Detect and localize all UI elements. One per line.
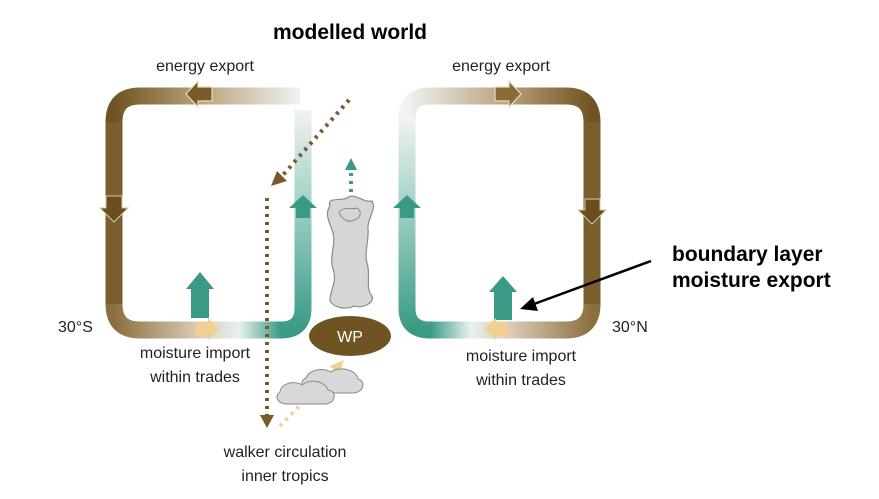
left-latitude-label: 30°S bbox=[58, 319, 93, 336]
walker-label-line1: walker circulation bbox=[223, 444, 347, 461]
callout-arrowhead bbox=[520, 297, 538, 311]
boundary-layer-arrow-left bbox=[186, 272, 214, 318]
walker-label-line2: inner tropics bbox=[241, 468, 329, 485]
right-energy-export-label: energy export bbox=[452, 58, 550, 75]
convection-arrowhead bbox=[345, 158, 357, 170]
warm-pool-label: WP bbox=[337, 329, 363, 346]
ascending-arrow-left-inner bbox=[289, 195, 317, 218]
cloud-tower-detail bbox=[338, 207, 361, 222]
left-energy-export-label: energy export bbox=[156, 58, 254, 75]
ascending-arrow-right-inner bbox=[393, 195, 421, 218]
descending-arrow-left bbox=[98, 195, 130, 223]
convective-cloud-tower bbox=[326, 195, 374, 309]
callout-label-line2: moisture export bbox=[672, 269, 831, 292]
low-clouds bbox=[276, 368, 364, 405]
warm-pool-ellipse bbox=[309, 316, 391, 356]
low-level-arrowhead bbox=[330, 360, 344, 375]
left-moisture-import-line2: within trades bbox=[150, 369, 240, 386]
diagram-title: modelled world bbox=[273, 21, 428, 44]
right-moisture-import-line1: moisture import bbox=[465, 348, 577, 365]
callout-label-line1: boundary layer bbox=[672, 243, 823, 266]
walker-vertical-arrowhead bbox=[260, 415, 274, 428]
energy-export-arrow-right bbox=[494, 79, 522, 109]
right-moisture-import-line2: within trades bbox=[476, 372, 566, 389]
left-circulation-cell bbox=[105, 87, 312, 339]
walker-dotted-diagonal bbox=[280, 98, 351, 178]
descending-arrow-right bbox=[576, 198, 608, 225]
walker-diagonal-arrowhead bbox=[271, 171, 287, 186]
right-latitude-label: 30°N bbox=[612, 319, 648, 336]
moisture-import-arrow-left bbox=[196, 318, 219, 340]
energy-export-arrow-left bbox=[185, 79, 213, 109]
boundary-layer-arrow-right bbox=[489, 276, 517, 320]
callout-line bbox=[533, 259, 652, 306]
moisture-import-arrow-right bbox=[484, 318, 508, 340]
left-moisture-import-line1: moisture import bbox=[139, 345, 251, 362]
